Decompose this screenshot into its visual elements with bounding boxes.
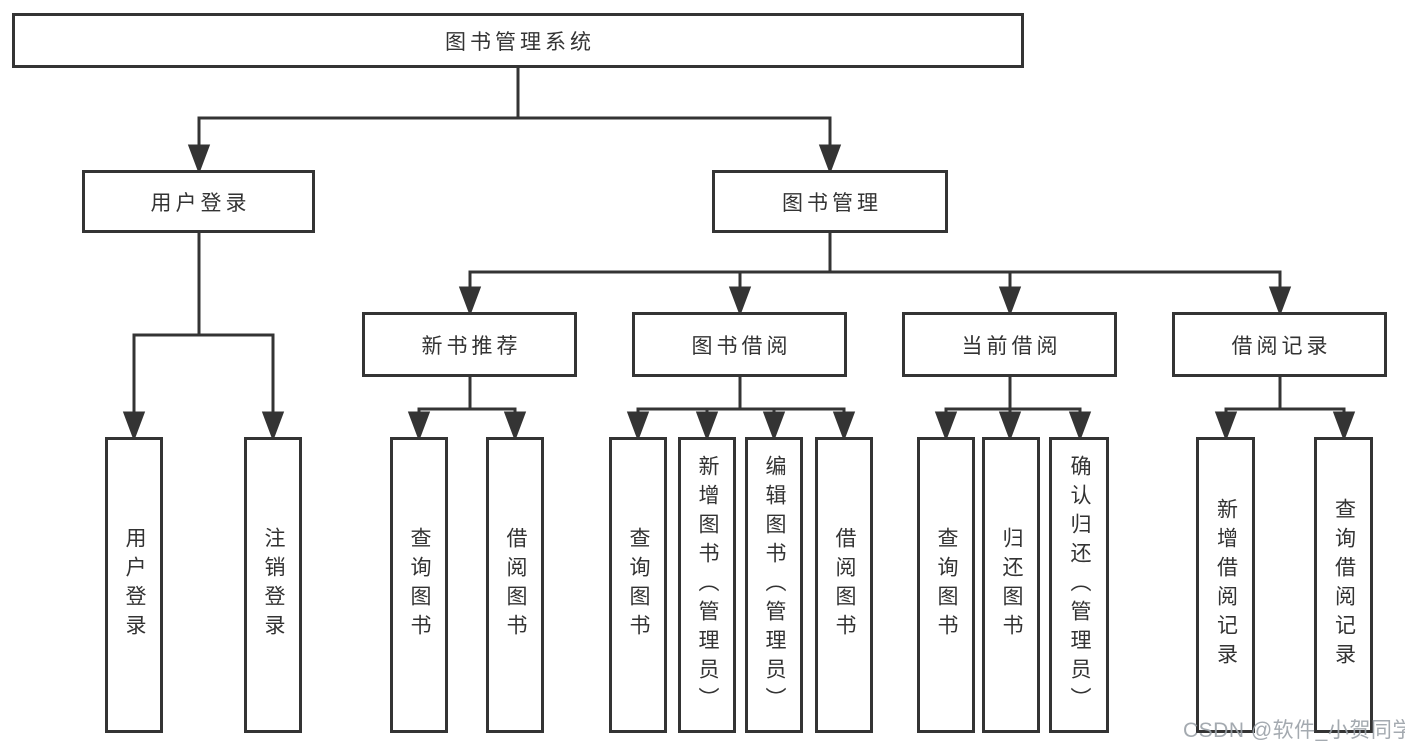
connector-current-borrowing-children	[934, 377, 1092, 442]
node-book-borrowing: 图书借阅	[632, 312, 847, 377]
leaf-user-login: 用户登录	[105, 437, 163, 733]
node-book-management-label: 图书管理	[782, 191, 882, 215]
node-borrow-records: 借阅记录	[1172, 312, 1387, 377]
node-current-borrowing-label: 当前借阅	[961, 334, 1062, 358]
node-new-book-recommend-label: 新书推荐	[421, 334, 522, 358]
leaf-user-login-label: 用户登录	[123, 527, 146, 643]
leaf-add-borrow-record: 新增借阅记录	[1196, 437, 1255, 733]
leaf-logout-label: 注销登录	[262, 527, 285, 643]
leaf-return-books: 归还图书	[982, 437, 1040, 733]
leaf-query-borrow-record-label: 查询借阅记录	[1332, 498, 1356, 672]
leaf-add-borrow-record-label: 新增借阅记录	[1214, 498, 1238, 672]
leaf-add-books-admin: 新增图书（管理员）	[678, 437, 736, 733]
connector-user-login-children	[122, 233, 285, 442]
leaf-query-borrow-record: 查询借阅记录	[1314, 437, 1373, 733]
leaf-borrowing-borrow-books: 借阅图书	[815, 437, 873, 733]
leaf-logout: 注销登录	[244, 437, 302, 733]
leaf-borrowing-borrow-books-label: 借阅图书	[833, 527, 856, 643]
leaf-confirm-return-admin-label: 确认归还（管理员）	[1068, 454, 1091, 716]
node-book-management: 图书管理	[712, 170, 948, 233]
leaf-recommend-borrow-books-label: 借阅图书	[504, 527, 527, 643]
node-user-login-label: 用户登录	[150, 191, 251, 215]
leaf-return-books-label: 归还图书	[1000, 527, 1023, 643]
leaf-borrowing-query-books: 查询图书	[609, 437, 667, 733]
leaf-borrowing-query-books-label: 查询图书	[627, 527, 650, 643]
leaf-recommend-query-books-label: 查询图书	[408, 527, 431, 643]
connector-borrow-records-children	[1214, 377, 1356, 442]
watermark: CSDN @软件_小贺同学	[1183, 719, 1405, 742]
leaf-edit-books-admin: 编辑图书（管理员）	[745, 437, 803, 733]
node-borrow-records-label: 借阅记录	[1231, 334, 1332, 358]
node-current-borrowing: 当前借阅	[902, 312, 1117, 377]
node-user-login: 用户登录	[82, 170, 315, 233]
connector-root-to-level2	[187, 66, 842, 175]
leaf-current-query-books: 查询图书	[917, 437, 975, 733]
leaf-recommend-borrow-books: 借阅图书	[486, 437, 544, 733]
leaf-edit-books-admin-label: 编辑图书（管理员）	[763, 454, 786, 716]
node-root-label: 图书管理系统	[445, 30, 595, 54]
leaf-add-books-admin-label: 新增图书（管理员）	[696, 454, 719, 716]
connector-book-management-children	[458, 233, 1292, 317]
leaf-confirm-return-admin: 确认归还（管理员）	[1049, 437, 1109, 733]
connector-book-borrowing-children	[626, 377, 856, 442]
node-book-borrowing-label: 图书借阅	[691, 334, 792, 358]
connector-new-book-recommend-children	[407, 377, 527, 442]
leaf-recommend-query-books: 查询图书	[390, 437, 448, 733]
node-new-book-recommend: 新书推荐	[362, 312, 577, 377]
node-root-system: 图书管理系统	[12, 13, 1024, 68]
leaf-current-query-books-label: 查询图书	[935, 527, 958, 643]
